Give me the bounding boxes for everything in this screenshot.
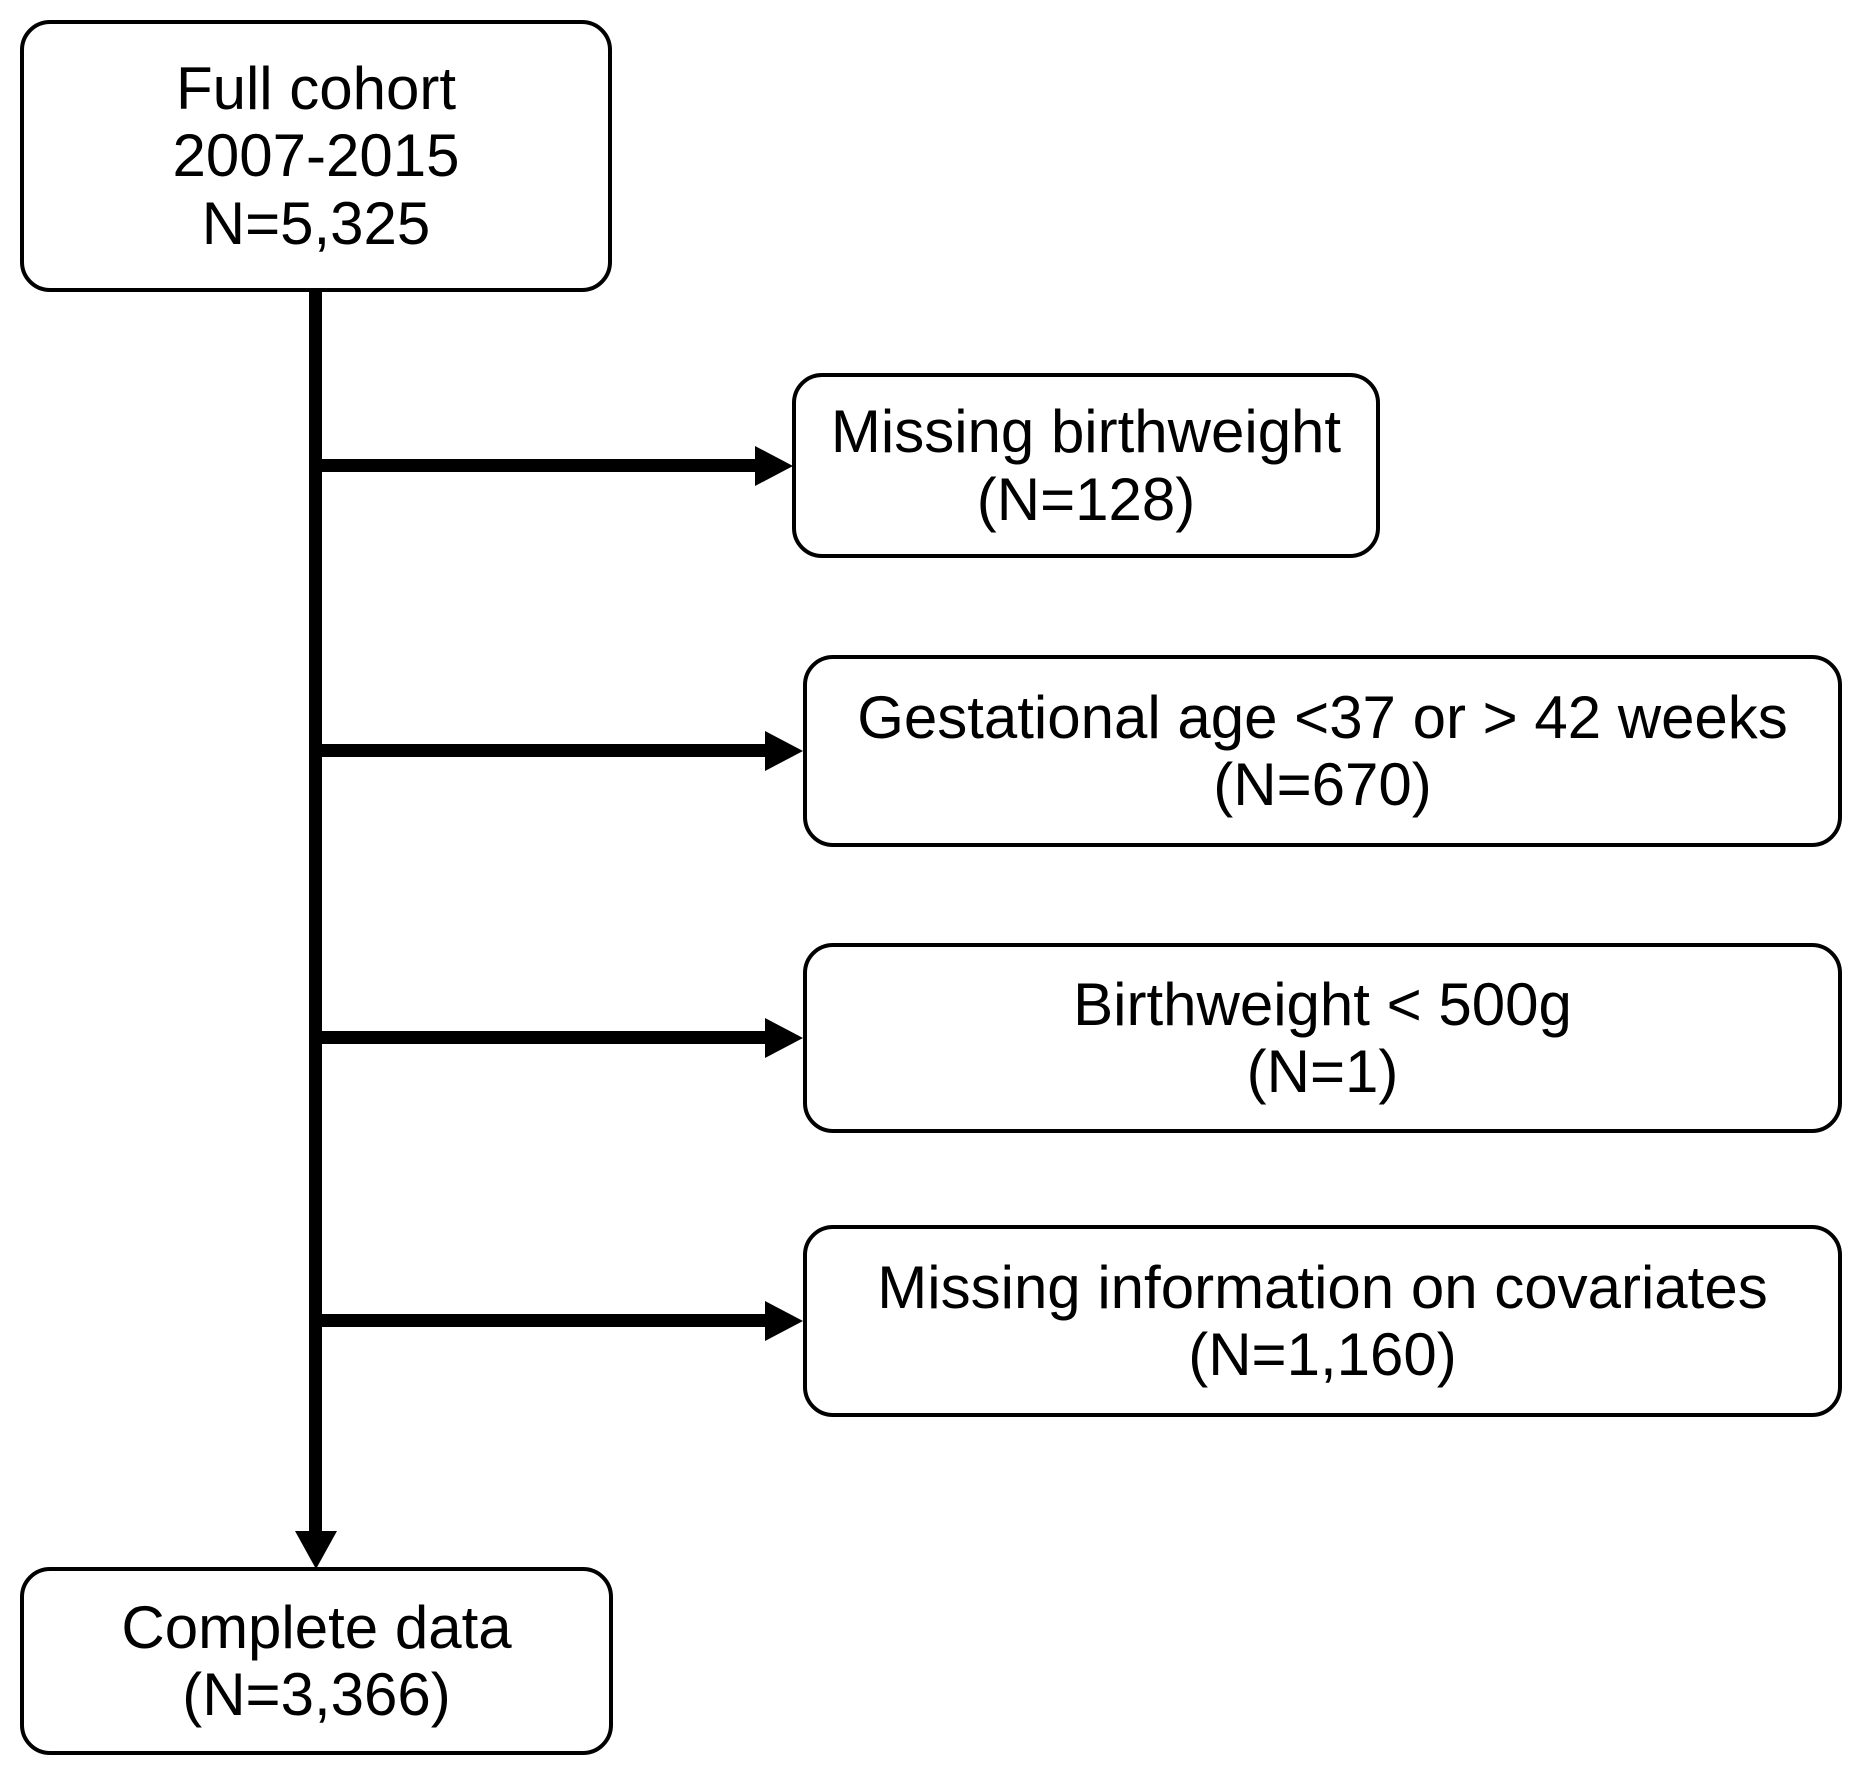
main-flow-line — [309, 292, 322, 1533]
exclusion-box-missing-covariates: Missing information on covariates (N=1,1… — [803, 1225, 1842, 1417]
exclusion-box-gestational-age: Gestational age <37 or > 42 weeks (N=670… — [803, 655, 1842, 847]
exclusion-box-missing-birthweight: Missing birthweight (N=128) — [792, 373, 1380, 558]
full-cohort-count: N=5,325 — [201, 189, 431, 257]
exclusion-count: (N=128) — [976, 465, 1196, 533]
exclusion-label: Missing birthweight — [830, 398, 1342, 466]
arrow-right-icon — [765, 1301, 803, 1341]
exclusion-count: (N=1) — [1246, 1038, 1399, 1105]
complete-data-count: (N=3,366) — [182, 1661, 451, 1728]
branch-line-low-birthweight — [309, 1031, 766, 1044]
complete-data-title: Complete data — [121, 1593, 512, 1661]
exclusion-label: Missing information on covariates — [877, 1253, 1768, 1321]
exclusion-count: (N=670) — [1213, 751, 1432, 818]
exclusion-count: (N=1,160) — [1188, 1321, 1457, 1388]
exclusion-label: Gestational age <37 or > 42 weeks — [857, 683, 1788, 751]
arrow-down-icon — [295, 1531, 337, 1569]
full-cohort-box: Full cohort 2007-2015 N=5,325 — [20, 20, 612, 292]
branch-line-gestational-age — [309, 744, 766, 757]
arrow-right-icon — [765, 731, 803, 771]
branch-line-missing-birthweight — [309, 459, 756, 472]
full-cohort-title: Full cohort — [175, 55, 457, 123]
arrow-right-icon — [755, 446, 793, 486]
complete-data-box: Complete data (N=3,366) — [20, 1567, 613, 1755]
full-cohort-years: 2007-2015 — [172, 122, 460, 190]
exclusion-label: Birthweight < 500g — [1073, 970, 1572, 1038]
exclusion-box-low-birthweight: Birthweight < 500g (N=1) — [803, 943, 1842, 1133]
arrow-right-icon — [765, 1018, 803, 1058]
branch-line-missing-covariates — [309, 1314, 766, 1327]
